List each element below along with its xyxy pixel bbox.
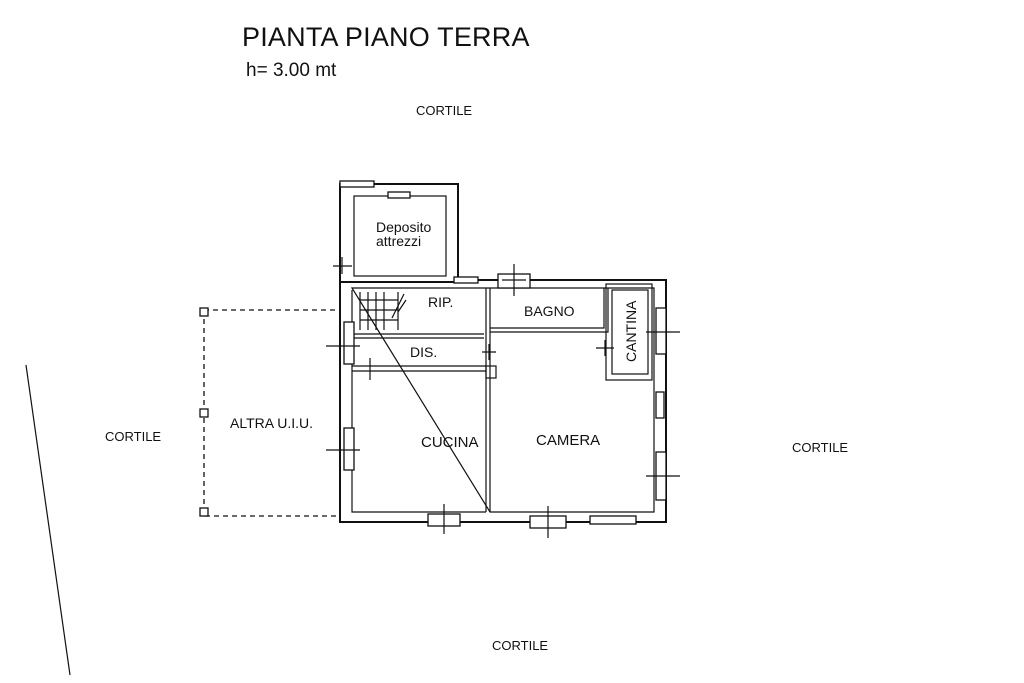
- room-label-cantina: CANTINA: [623, 300, 639, 362]
- deposito-block: [333, 180, 459, 283]
- room-label-disimpegno: DIS.: [410, 344, 437, 360]
- room-label-cucina: CUCINA: [421, 434, 479, 451]
- interior-partitions: [352, 283, 653, 512]
- room-label-deposito: Deposito: [376, 219, 431, 235]
- adjacent-unit-outline: [199, 307, 340, 517]
- room-label-camera: CAMERA: [536, 432, 600, 449]
- courtyard-label-right: CORTILE: [792, 440, 849, 455]
- courtyard-label-bottom: CORTILE: [492, 638, 549, 653]
- house-walls: [339, 279, 667, 523]
- room-label-bagno: BAGNO: [524, 303, 575, 319]
- room-label-deposito-sub: attrezzi: [376, 233, 421, 249]
- scan-edge-line: [25, 364, 71, 676]
- room-label-ripostiglio: RIP.: [428, 294, 453, 310]
- room-label-altra-uiu: ALTRA U.I.U.: [230, 415, 313, 431]
- ceiling-height-note: h= 3.00 mt: [246, 60, 337, 81]
- plan-title: PIANTA PIANO TERRA: [242, 22, 530, 52]
- windows: [326, 264, 680, 538]
- courtyard-label-top: CORTILE: [416, 103, 473, 118]
- courtyard-label-left: CORTILE: [105, 429, 162, 444]
